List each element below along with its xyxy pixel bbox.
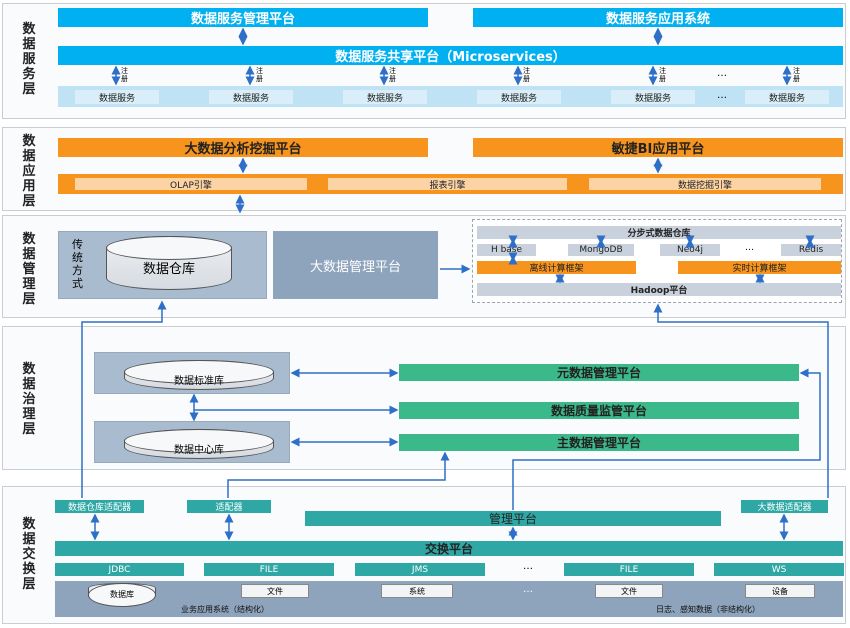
hadoop-platform: Hadoop平台 (477, 283, 841, 296)
exchange-management-platform: 管理平台 (305, 511, 721, 526)
file-connector-2: FILE (564, 563, 694, 576)
data-quality-platform: 数据质量监管平台 (399, 402, 799, 419)
structured-sources-label: 业务应用系统（结构化） (181, 605, 269, 614)
report-engine: 报表引擎 (328, 178, 567, 191)
register-label-4: 注册 (523, 67, 530, 83)
source-device: 设备 (745, 584, 815, 598)
register-label-2: 注册 (256, 67, 263, 83)
register-label-3: 注册 (389, 67, 396, 83)
hbase-box: H base (477, 244, 536, 256)
standard-lib-label: 数据标准库 (174, 375, 224, 387)
offline-compute-framework: 离线计算框架 (477, 261, 636, 274)
traditional-label: 传统方式 (72, 238, 83, 290)
service-ellipsis-2: … (717, 90, 727, 101)
source-database-label: 数据库 (110, 589, 134, 599)
source-database: 数据库 (88, 583, 156, 607)
data-standard-library: 数据标准库 (124, 360, 274, 390)
adapter: 适配器 (187, 500, 271, 513)
bigdata-adapter: 大数据适配器 (741, 500, 828, 513)
service-management-platform: 数据服务管理平台 (58, 8, 428, 27)
ws-connector: WS (714, 563, 844, 576)
service-shared-platform: 数据服务共享平台（Microservices） (58, 46, 843, 65)
distributed-warehouse: 分步式数据仓库 (477, 226, 841, 239)
register-label-1: 注册 (121, 67, 128, 83)
connector-ellipsis: … (523, 561, 533, 572)
redis-box: Redis (781, 244, 841, 256)
data-service-2: 数据服务 (209, 90, 293, 104)
data-service-1: 数据服务 (75, 90, 159, 104)
master-data-platform: 主数据管理平台 (399, 434, 799, 451)
file-connector-1: FILE (204, 563, 334, 576)
metadata-management-platform: 元数据管理平台 (399, 364, 799, 381)
bigdata-management-platform: 大数据管理平台 (273, 231, 438, 299)
application-layer-title: 数据应用层 (22, 134, 36, 209)
data-service-5: 数据服务 (611, 90, 695, 104)
service-layer-title: 数据服务层 (22, 22, 36, 97)
data-center-library: 数据中心库 (124, 429, 274, 459)
dw-adapter: 数据仓库适配器 (55, 500, 144, 513)
exchange-platform: 交换平台 (55, 541, 843, 556)
data-service-4: 数据服务 (477, 90, 561, 104)
source-system: 系统 (381, 584, 453, 598)
mongodb-box: MongoDB (568, 244, 634, 256)
unstructured-sources-label: 日志、感知数据（非结构化） (656, 605, 760, 614)
exchange-layer-title: 数据交换层 (22, 517, 36, 592)
jdbc-connector: JDBC (55, 563, 184, 576)
governance-layer-title: 数据治理层 (22, 362, 36, 437)
service-app-system: 数据服务应用系统 (473, 8, 843, 27)
nosql-ellipsis: … (745, 243, 754, 253)
realtime-compute-framework: 实时计算框架 (678, 261, 841, 274)
data-service-6: 数据服务 (745, 90, 829, 104)
source-file-2: 文件 (595, 584, 663, 598)
data-warehouse: 数据仓库 (106, 236, 232, 290)
bi-application-platform: 敏捷BI应用平台 (473, 138, 843, 157)
mining-engine: 数据挖掘引擎 (589, 178, 821, 191)
source-file-1: 文件 (241, 584, 309, 598)
source-ellipsis: … (523, 584, 533, 595)
bigdata-analysis-platform: 大数据分析挖掘平台 (58, 138, 428, 157)
jms-connector: JMS (355, 563, 485, 576)
management-layer-title: 数据管理层 (22, 232, 36, 307)
olap-engine: OLAP引擎 (75, 178, 307, 191)
register-label-6: 注册 (793, 67, 800, 83)
center-lib-label: 数据中心库 (174, 444, 224, 456)
data-service-3: 数据服务 (343, 90, 427, 104)
service-ellipsis-1: … (717, 68, 727, 79)
neo4j-box: Neo4j (660, 244, 720, 256)
register-label-5: 注册 (659, 67, 666, 83)
data-warehouse-label: 数据仓库 (142, 261, 195, 277)
